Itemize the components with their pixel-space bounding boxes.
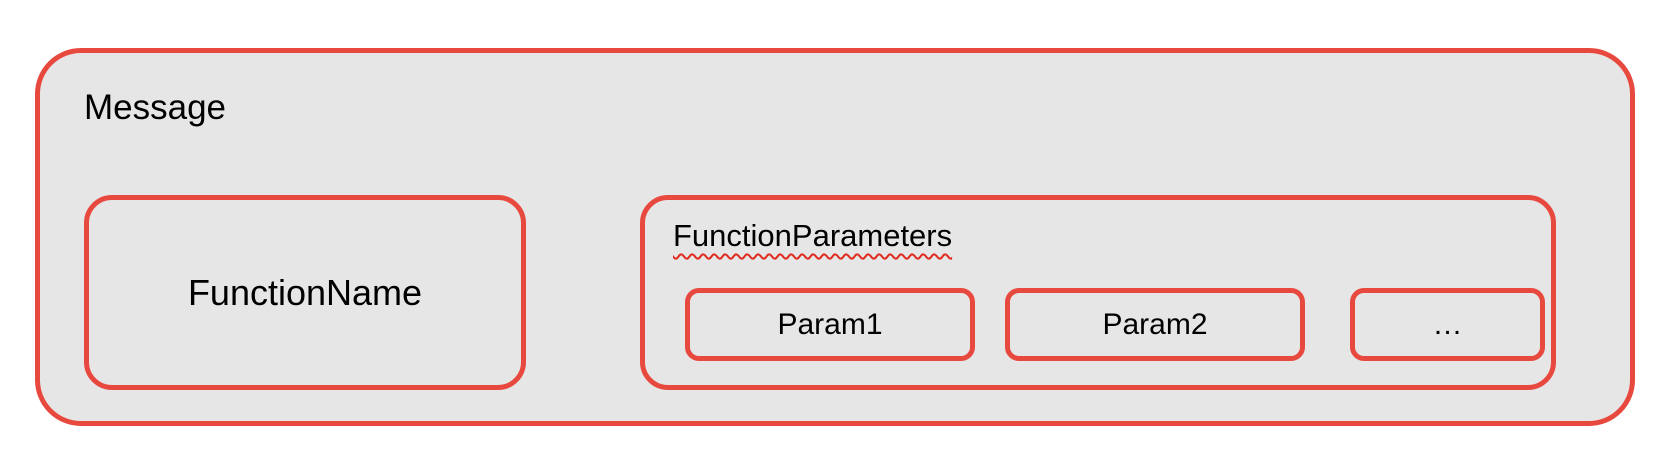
function-name-label: FunctionName bbox=[187, 271, 423, 313]
param-ellipsis-label: … bbox=[1432, 307, 1463, 341]
param2-box: Param2 bbox=[1005, 288, 1305, 361]
function-parameters-label: FunctionParameters bbox=[673, 218, 952, 254]
param-ellipsis-box: … bbox=[1350, 288, 1545, 361]
message-label: Message bbox=[84, 88, 227, 127]
function-parameters-label-text: FunctionParameters bbox=[673, 218, 953, 253]
param1-box: Param1 bbox=[685, 288, 975, 361]
param2-label: Param2 bbox=[1102, 307, 1208, 341]
param1-label: Param1 bbox=[777, 307, 883, 341]
function-parameters-box: FunctionParameters Param1 Param2 … bbox=[640, 195, 1556, 390]
function-name-box: FunctionName bbox=[84, 195, 526, 390]
message-container-box: Message FunctionName FunctionParameters … bbox=[35, 48, 1635, 426]
